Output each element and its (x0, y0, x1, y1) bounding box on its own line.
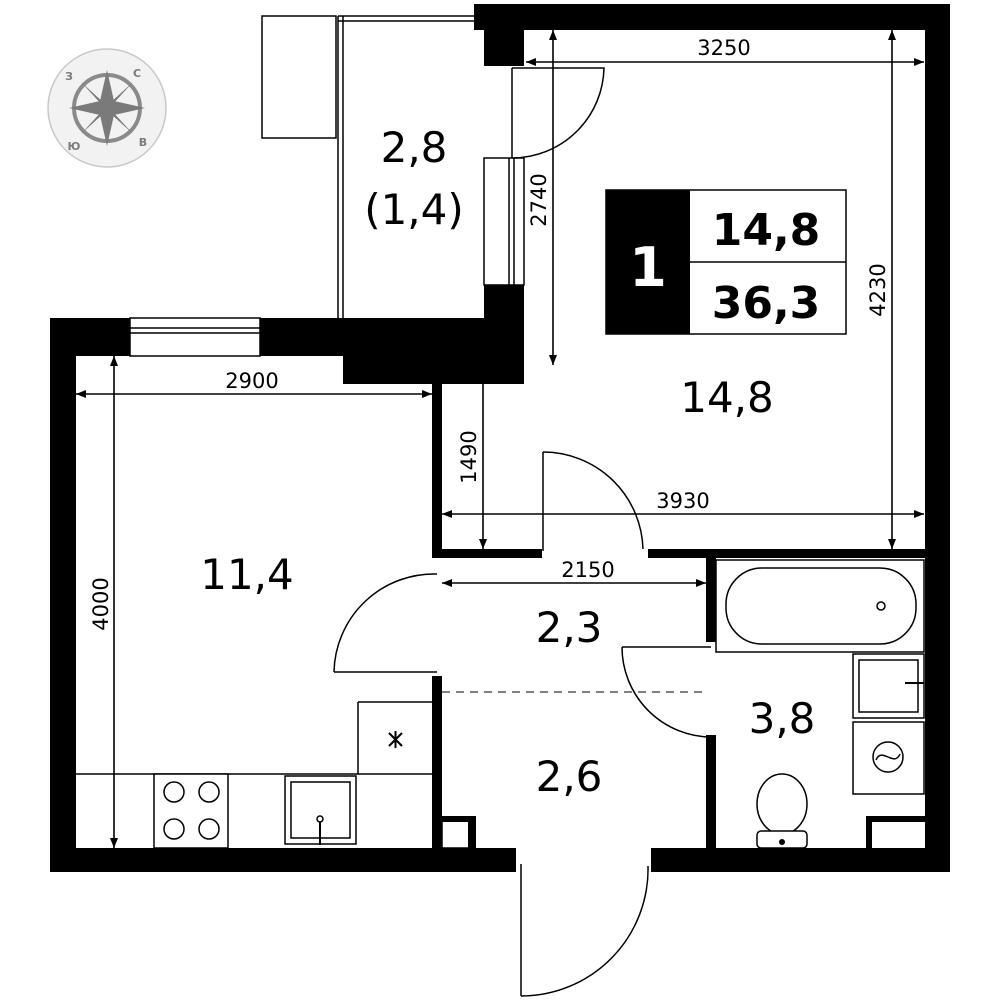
compass-east-label: В (139, 136, 147, 149)
window-kitchen (129, 317, 261, 357)
balcony (261, 15, 478, 318)
balcony-reduced-area: (1,4) (364, 185, 464, 234)
compass-rose-icon: С Ю З В (47, 48, 167, 168)
door-bathroom (621, 646, 712, 738)
walls (50, 4, 950, 872)
window-living (483, 157, 525, 286)
dim-kitchen-depth: 4000 (89, 577, 113, 630)
dim-hall-width: 2150 (561, 558, 614, 582)
entrance-area: 2,6 (536, 752, 603, 801)
dim-kitchen-width: 2900 (225, 369, 278, 393)
washing-machine-icon (852, 721, 925, 795)
door-living (542, 451, 644, 551)
apartment-info-badge: 1 14,8 36,3 (605, 189, 847, 335)
cooktop-icon (153, 773, 229, 849)
dim-balcony-depth: 2740 (527, 173, 551, 226)
sink-icon (284, 775, 357, 845)
snowflake-icon (388, 731, 403, 748)
door-balcony (511, 67, 605, 159)
dim-living-width: 3250 (697, 36, 750, 60)
kitchen-area: 11,4 (200, 550, 294, 599)
compass-south-label: Ю (68, 140, 81, 153)
hall-area: 2,3 (536, 603, 603, 652)
dim-living-depth: 4230 (866, 263, 890, 316)
door-kitchen (333, 573, 438, 673)
dim-living-full-width: 3930 (656, 489, 709, 513)
balcony-area: 2,8 (381, 123, 448, 172)
compass-north-label: С (133, 67, 141, 80)
bathtub-icon (715, 559, 925, 653)
toilet-icon (756, 773, 808, 849)
badge-total-area: 36,3 (712, 278, 821, 329)
bathroom-area: 3,8 (749, 694, 816, 743)
badge-living-area: 14,8 (712, 205, 821, 256)
dimension-lines (76, 30, 924, 848)
room-count: 1 (629, 236, 667, 299)
balcony-storage (261, 15, 337, 139)
dim-wall-offset: 1490 (457, 430, 481, 483)
kitchen-counter (76, 701, 432, 775)
bathroom-sink-icon (852, 653, 925, 719)
compass-west-label: З (65, 70, 73, 83)
living-room-area: 14,8 (680, 373, 774, 422)
door-entrance (520, 864, 649, 997)
